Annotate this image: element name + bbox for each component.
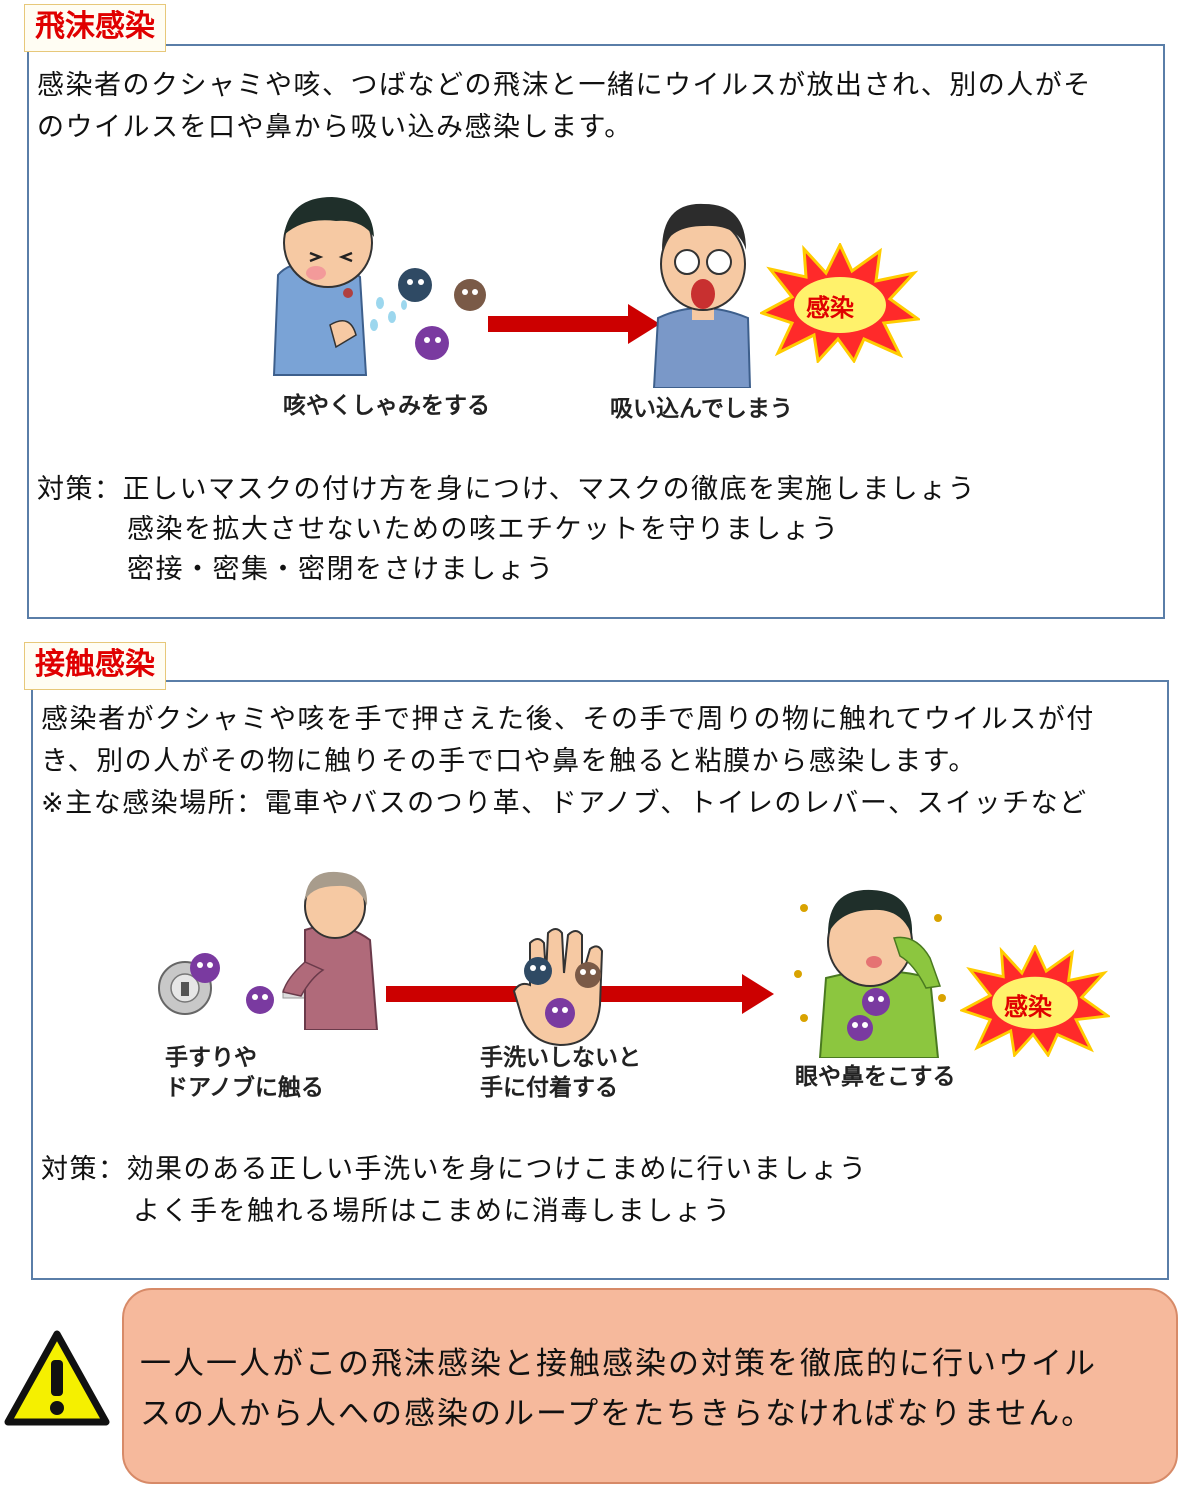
caption-hand-line-1: 手洗いしないと	[480, 1045, 641, 1071]
caption-touch-line-2: ドアノブに触る	[165, 1075, 324, 1101]
virus-icon	[454, 279, 486, 311]
infection-burst-1-label: 感染	[806, 294, 854, 322]
droplet-measure-3: 密接・密集・密閉をさけましょう	[127, 554, 555, 585]
droplet-description-line-2: のウイルスを口や鼻から吸い込み感染します。	[37, 112, 633, 143]
infection-burst-2	[960, 945, 1110, 1057]
infection-burst-1	[760, 243, 920, 363]
red-arrow-1	[488, 304, 660, 344]
virus-icon	[190, 953, 220, 983]
warning-text-line-2: スの人から人への感染のループをたちきらなければなりません。	[140, 1396, 1095, 1432]
virus-icon	[575, 962, 601, 988]
rubbing-eye-illustration	[794, 889, 946, 1058]
warning-triangle-icon	[4, 1330, 110, 1426]
virus-icon	[862, 988, 890, 1016]
contact-measure-1: 対策：効果のある正しい手洗いを身につけこまめに行いましょう	[41, 1154, 868, 1185]
virus-icon	[545, 998, 575, 1028]
droplet-measure-1: 対策：正しいマスクの付け方を身につけ、マスクの徹底を実施しましょう	[37, 474, 977, 505]
caption-cough: 咳やくしゃみをする	[283, 393, 490, 419]
virus-icon	[398, 268, 432, 302]
droplet-description-line-1: 感染者のクシャミや咳、つばなどの飛沫と一緒にウイルスが放出され、別の人がそ	[37, 70, 1092, 101]
caption-hand-line-2: 手に付着する	[480, 1075, 618, 1101]
caption-inhale: 吸い込んでしまう	[610, 396, 793, 422]
virus-icon	[246, 986, 274, 1014]
contact-description-line-2: き、別の人がその物に触りその手で口や鼻を触ると粘膜から感染します。	[41, 746, 977, 777]
virus-icon	[847, 1015, 873, 1041]
hand-with-virus-illustration	[512, 928, 604, 1047]
virus-icon	[524, 957, 552, 985]
droplet-measure-2: 感染を拡大させないための咳エチケットを守りましょう	[127, 514, 840, 545]
contact-description-line-3: ※主な感染場所：電車やバスのつり革、ドアノブ、トイレのレバー、スイッチなど	[41, 788, 1088, 819]
coughing-person-illustration	[272, 197, 486, 376]
inhaling-person-illustration	[652, 203, 752, 388]
contact-description-line-1: 感染者がクシャミや咳を手で押さえた後、その手で周りの物に触れてウイルスが付	[41, 704, 1095, 735]
virus-icon	[415, 326, 449, 360]
infection-burst-2-label: 感染	[1004, 993, 1052, 1021]
contact-measure-2: よく手を触れる場所はこまめに消毒しましょう	[133, 1196, 732, 1227]
caption-touch-line-1: 手すりや	[165, 1045, 257, 1071]
warning-box	[122, 1288, 1178, 1484]
droplet-title: 飛沫感染	[24, 4, 166, 52]
warning-text-line-1: 一人一人がこの飛沫感染と接触感染の対策を徹底的に行いウイル	[140, 1346, 1097, 1382]
doorknob-touch-illustration	[158, 871, 379, 1030]
contact-title: 接触感染	[24, 642, 166, 690]
caption-rub: 眼や鼻をこする	[795, 1064, 956, 1090]
